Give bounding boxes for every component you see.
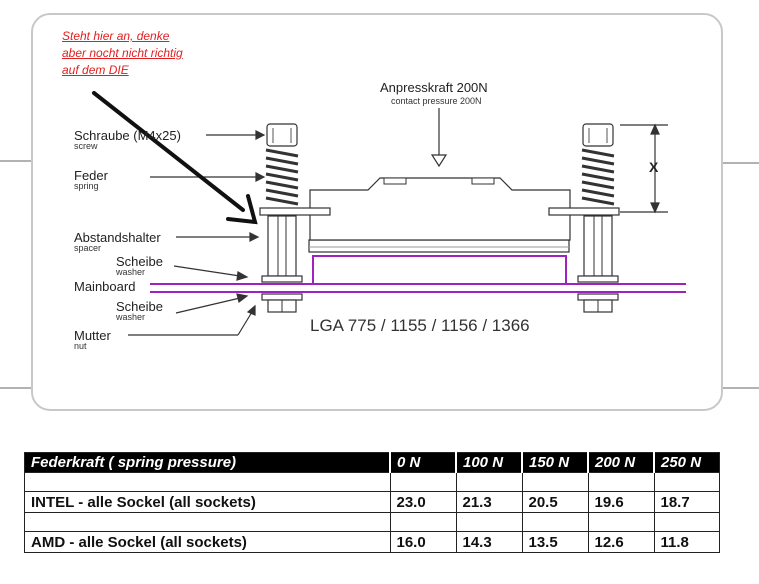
- mounting-diagram: LGA 775 / 1155 / 1156 / 1366 Anpresskraf…: [0, 13, 759, 411]
- empty-cell: [24, 472, 391, 492]
- header-cell: 100 N: [455, 452, 523, 473]
- empty-cell: [521, 472, 589, 492]
- empty-cell: [455, 512, 523, 532]
- label-spacer-en: spacer: [74, 243, 102, 253]
- row-name: INTEL - alle Sockel (all sockets): [24, 491, 391, 513]
- row-name: AMD - alle Sockel (all sockets): [24, 531, 391, 553]
- label-screw: Schraube (M4x25) screw: [74, 128, 181, 151]
- x-dimension: [620, 123, 668, 214]
- header-cell: 250 N: [653, 452, 720, 473]
- force-label: Anpresskraft 200N: [380, 80, 488, 95]
- label-spring-en: spring: [74, 181, 99, 191]
- header-cell: 150 N: [521, 452, 589, 473]
- annotation-arrow: [92, 91, 258, 225]
- label-spring: Feder spring: [74, 168, 108, 191]
- label-spacer-de: Abstandshalter: [74, 230, 161, 245]
- value-cell: 21.3: [455, 491, 523, 513]
- header-cell: 0 N: [389, 452, 457, 473]
- table-spacer-row: [24, 512, 720, 532]
- header-cell: 200 N: [587, 452, 655, 473]
- annotation-line: Steht hier an, denke: [62, 29, 170, 43]
- label-spacer: Abstandshalter spacer: [74, 230, 161, 253]
- table-row-amd: AMD - alle Sockel (all sockets) 16.0 14.…: [24, 531, 720, 553]
- value-cell: 18.7: [653, 491, 720, 513]
- value-cell: 14.3: [455, 531, 523, 553]
- table-spacer-row: [24, 472, 720, 492]
- empty-cell: [587, 512, 655, 532]
- label-nut-de: Mutter: [74, 328, 111, 343]
- table-header-row: Federkraft ( spring pressure) 0 N 100 N …: [24, 452, 720, 473]
- empty-cell: [455, 472, 523, 492]
- empty-cell: [389, 472, 457, 492]
- label-washer-bottom: Scheibe washer: [116, 299, 163, 322]
- label-leaders: [128, 130, 266, 336]
- label-screw-de: Schraube (M4x25): [74, 128, 181, 143]
- empty-cell: [389, 512, 457, 532]
- x-label: X: [649, 159, 659, 175]
- socket-label: LGA 775 / 1155 / 1156 / 1366: [310, 316, 530, 335]
- value-cell: 20.5: [521, 491, 589, 513]
- label-mainboard: Mainboard: [74, 279, 135, 294]
- table-row-intel: INTEL - alle Sockel (all sockets) 23.0 2…: [24, 491, 720, 513]
- value-cell: 11.8: [653, 531, 720, 553]
- label-screw-en: screw: [74, 141, 98, 151]
- annotation-line: auf dem DIE: [62, 63, 129, 77]
- label-nut: Mutter nut: [74, 328, 111, 351]
- annotation-line: aber nocht nicht richtig: [62, 46, 183, 60]
- value-cell: 19.6: [587, 491, 655, 513]
- label-washer-bottom-en: washer: [116, 312, 146, 322]
- force-label-en: contact pressure 200N: [391, 96, 482, 106]
- empty-cell: [653, 512, 720, 532]
- value-cell: 23.0: [389, 491, 457, 513]
- spring-pressure-table: Federkraft ( spring pressure) 0 N 100 N …: [24, 452, 720, 553]
- label-washer-bottom-de: Scheibe: [116, 299, 163, 314]
- empty-cell: [521, 512, 589, 532]
- value-cell: 12.6: [587, 531, 655, 553]
- empty-cell: [653, 472, 720, 492]
- force-arrow: [430, 108, 448, 168]
- cpu-socket: [312, 255, 567, 285]
- empty-cell: [587, 472, 655, 492]
- label-washer-top: Scheibe washer: [116, 254, 163, 277]
- label-spring-de: Feder: [74, 168, 108, 183]
- cooler-block: [259, 177, 620, 253]
- annotation-note: Steht hier an, denke aber nocht nicht ri…: [62, 28, 183, 79]
- value-cell: 16.0: [389, 531, 457, 553]
- label-mainboard-de: Mainboard: [74, 279, 136, 294]
- header-cell: Federkraft ( spring pressure): [24, 452, 391, 473]
- label-washer-top-de: Scheibe: [116, 254, 163, 269]
- label-washer-top-en: washer: [116, 267, 146, 277]
- right-screw-assembly: [577, 123, 619, 313]
- label-nut-en: nut: [74, 341, 87, 351]
- value-cell: 13.5: [521, 531, 589, 553]
- left-screw-assembly: [261, 123, 303, 313]
- empty-cell: [24, 512, 391, 532]
